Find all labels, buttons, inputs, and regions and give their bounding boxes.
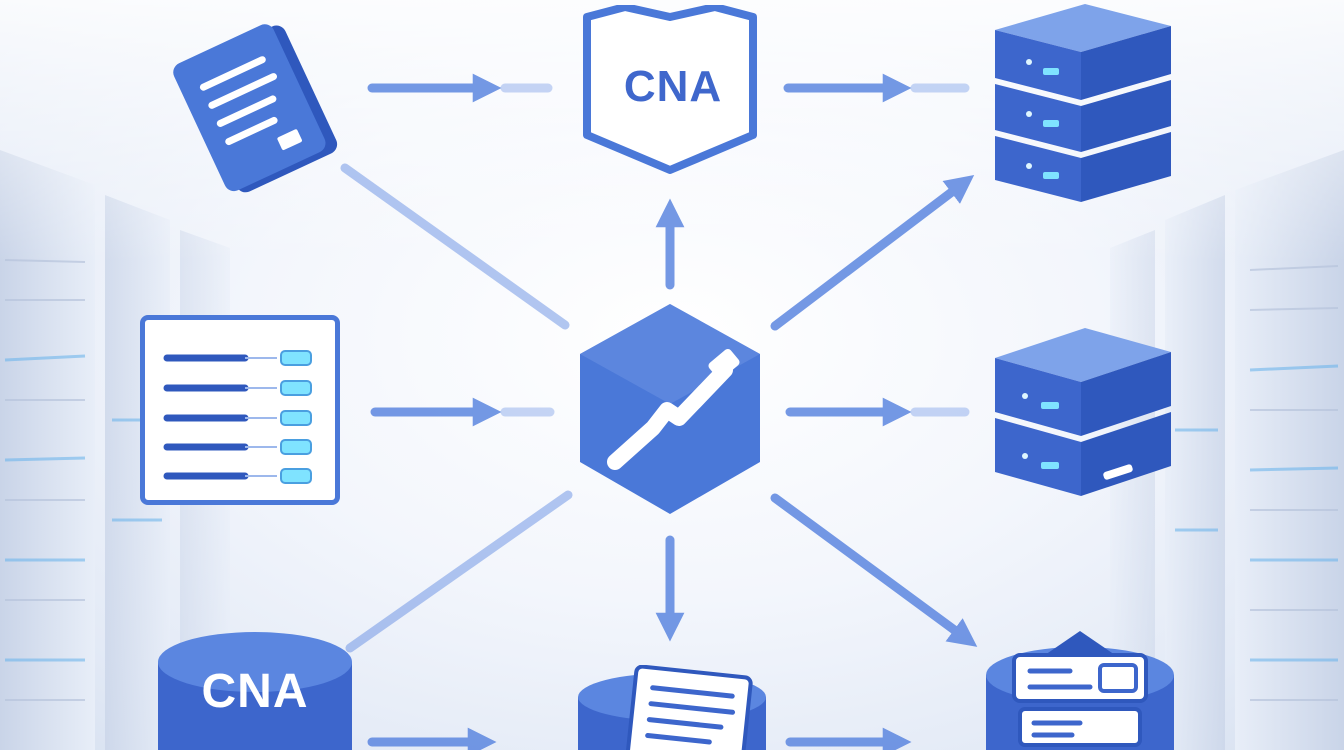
list-rows <box>163 350 312 484</box>
arrow-hub-to-server-stack <box>770 175 975 331</box>
server-stack-icon <box>995 4 1171 202</box>
shield-label: CNA <box>623 62 723 111</box>
document-cylinder-icon <box>578 665 766 750</box>
server-icon <box>995 328 1171 496</box>
database-icon <box>158 632 352 750</box>
database-label: CNA <box>201 665 309 718</box>
database-upload-icon <box>986 631 1174 750</box>
line-doc-to-hub <box>340 163 570 330</box>
line-hub-to-database <box>345 490 573 653</box>
hexagon-tool-icon <box>580 304 760 514</box>
shield-icon <box>583 5 757 174</box>
list-panel-icon <box>140 315 340 505</box>
document-icon <box>173 24 338 193</box>
arrow-hub-to-database-upload <box>770 493 978 647</box>
